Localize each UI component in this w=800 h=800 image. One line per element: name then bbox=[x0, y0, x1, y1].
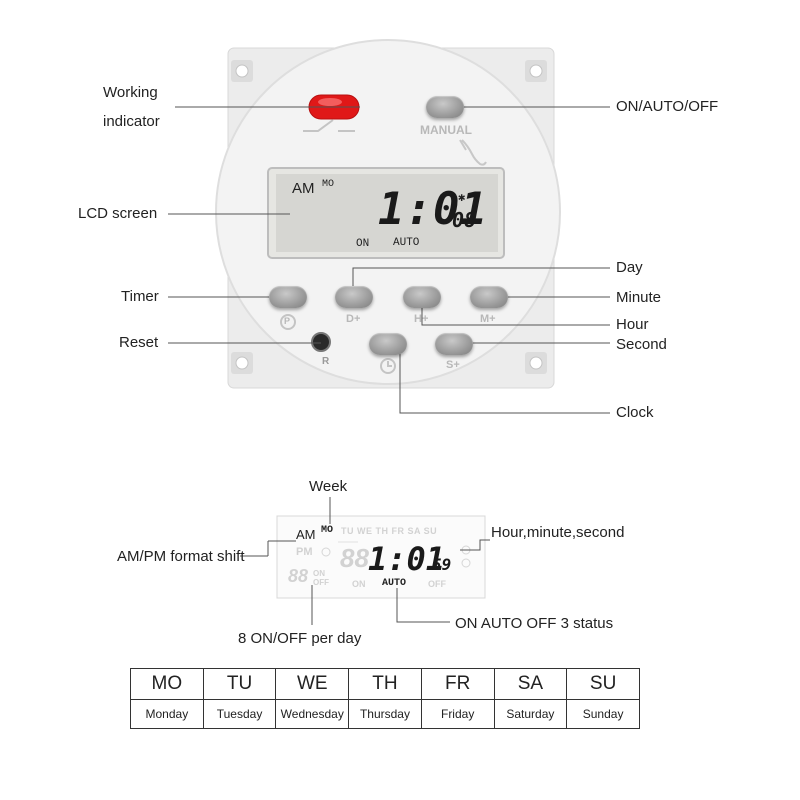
clock-circle-icon bbox=[380, 358, 396, 374]
manual-label: MANUAL bbox=[420, 123, 472, 137]
detail-ampm-label: AM/PM format shift bbox=[117, 548, 245, 565]
callout-working-2: indicator bbox=[103, 113, 160, 130]
table-cell-abbr: WE bbox=[275, 668, 350, 700]
manual-button[interactable] bbox=[426, 96, 464, 118]
clock-hands-icon bbox=[387, 361, 392, 367]
table-cell-full: Friday bbox=[420, 699, 495, 729]
table-cell-abbr: SA bbox=[493, 668, 568, 700]
table-cell-abbr: TH bbox=[348, 668, 422, 700]
callout-second: Second bbox=[616, 336, 667, 353]
detail-week-label: Week bbox=[309, 478, 348, 495]
lcd-screen bbox=[276, 174, 498, 252]
minute-button[interactable] bbox=[470, 286, 508, 308]
table-cell-full: Tuesday bbox=[202, 699, 277, 729]
table-cell-full: Sunday bbox=[566, 699, 640, 729]
table-row-full: Monday Tuesday Wednesday Thursday Friday… bbox=[130, 699, 640, 729]
table-cell-full: Wednesday bbox=[275, 699, 350, 729]
detail-lcd-on-bottom: ON bbox=[352, 579, 366, 589]
callout-clock: Clock bbox=[616, 404, 654, 421]
mount-hole-bl bbox=[235, 356, 249, 370]
reset-label: R bbox=[322, 356, 330, 367]
day-button[interactable] bbox=[335, 286, 373, 308]
ghost-icon-2 bbox=[461, 558, 471, 568]
callout-minute: Minute bbox=[616, 289, 662, 306]
table-cell-full: Saturday bbox=[493, 699, 568, 729]
callout-timer: Timer bbox=[121, 288, 159, 305]
lcd-day: MO bbox=[322, 179, 335, 190]
lcd-on: ON bbox=[356, 238, 370, 250]
callout-on-auto-off: ON/AUTO/OFF bbox=[616, 98, 719, 115]
detail-lcd-am: AM bbox=[296, 527, 316, 542]
table-cell-abbr: SU bbox=[566, 668, 640, 700]
day-table: MO TU WE TH FR SA SU Monday Tuesday Wedn… bbox=[130, 668, 640, 729]
program-circle-icon bbox=[280, 314, 296, 330]
detail-lcd-auto: AUTO bbox=[382, 578, 407, 589]
detail-onoff-label: 8 ON/OFF per day bbox=[238, 630, 362, 647]
callout-reset: Reset bbox=[119, 334, 159, 351]
ghost-circle-icon bbox=[321, 547, 331, 557]
detail-status-label: ON AUTO OFF 3 status bbox=[455, 615, 614, 632]
callout-hour: Hour bbox=[616, 316, 649, 333]
table-cell-abbr: TU bbox=[202, 668, 277, 700]
callout-working-1: Working bbox=[103, 84, 158, 101]
mount-hole-br bbox=[529, 356, 543, 370]
hand-pointer-icon bbox=[459, 139, 487, 166]
hour-plus-label: H+ bbox=[414, 313, 429, 325]
indicator-highlight bbox=[318, 98, 342, 106]
table-row-abbr: MO TU WE TH FR SA SU bbox=[130, 668, 640, 700]
detail-lcd-pm: PM bbox=[296, 546, 313, 558]
detail-hms-label: Hour,minute,second bbox=[491, 524, 625, 541]
line-hms bbox=[460, 539, 490, 551]
detail-lcd-ghost-hours: 88 bbox=[340, 543, 369, 573]
second-button[interactable] bbox=[435, 333, 473, 355]
detail-lcd-days-ghost: TU WE TH FR SA SU bbox=[341, 526, 438, 536]
reset-hole bbox=[311, 332, 331, 352]
detail-lcd-time: 1:01 bbox=[368, 540, 446, 578]
detail-lcd-on-small: ON bbox=[313, 569, 325, 578]
line-status bbox=[396, 588, 450, 623]
lcd-auto: AUTO bbox=[393, 237, 420, 249]
mount-hole-tl bbox=[235, 64, 249, 78]
detail-lcd-ghost-digits: 88 bbox=[288, 566, 309, 586]
table-cell-full: Monday bbox=[130, 699, 204, 729]
detail-lcd-off-small: OFF bbox=[313, 578, 329, 587]
table-cell-abbr: MO bbox=[130, 668, 204, 700]
detail-lcd-mo: MO bbox=[321, 525, 334, 536]
detail-lcd-panel bbox=[276, 515, 486, 599]
table-cell-full: Thursday bbox=[348, 699, 422, 729]
day-plus-label: D+ bbox=[346, 313, 361, 325]
lcd-am: AM bbox=[292, 180, 315, 197]
line-clock bbox=[399, 343, 610, 414]
hour-button[interactable] bbox=[403, 286, 441, 308]
clock-button[interactable] bbox=[369, 333, 407, 355]
second-plus-label: S+ bbox=[446, 359, 460, 371]
minute-plus-label: M+ bbox=[480, 313, 496, 325]
switch-symbol-icon bbox=[303, 119, 355, 132]
callout-lcd-screen: LCD screen bbox=[78, 205, 158, 222]
lcd-symbol-icon: ✱ bbox=[458, 191, 466, 205]
program-label: P bbox=[284, 316, 291, 326]
lcd-time: 1:01 bbox=[378, 184, 488, 235]
detail-lcd-off-bottom: OFF bbox=[428, 579, 446, 589]
detail-lcd-seconds: 59 bbox=[432, 555, 452, 574]
timer-button[interactable] bbox=[269, 286, 307, 308]
mount-hole-tr bbox=[529, 64, 543, 78]
lcd-seconds: 08 bbox=[452, 208, 477, 232]
table-cell-abbr: FR bbox=[420, 668, 495, 700]
callout-day: Day bbox=[616, 259, 643, 276]
